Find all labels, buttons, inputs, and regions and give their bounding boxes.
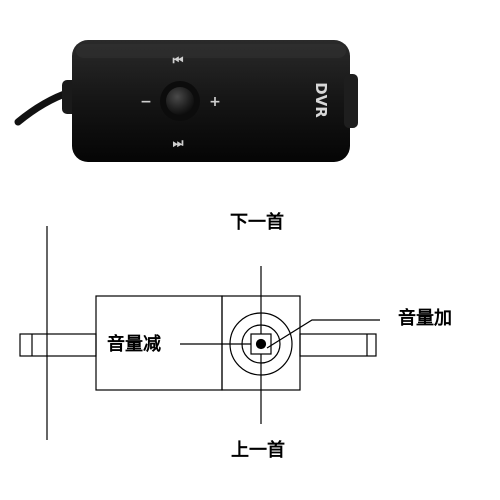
brand-label: DVR	[312, 82, 330, 118]
plus-icon: +	[209, 94, 221, 110]
label-prev-track: 上一首	[231, 439, 285, 461]
label-volume-up: 音量加	[398, 307, 452, 329]
device-photo: ⏮ ⏭ − + DVR	[14, 40, 358, 162]
device-knob[interactable]	[166, 87, 194, 115]
next-track-icon: ⏭	[173, 136, 184, 150]
volume-up-leader	[266, 319, 380, 349]
label-volume-down: 音量减	[107, 333, 161, 355]
label-next-track: 下一首	[230, 211, 284, 233]
device-end-cap	[344, 74, 358, 128]
prev-track-icon: ⏮	[173, 53, 184, 67]
device-body	[72, 40, 350, 162]
minus-icon: −	[140, 94, 152, 110]
right-cable-stub	[299, 333, 377, 357]
line-diagram	[19, 226, 380, 440]
